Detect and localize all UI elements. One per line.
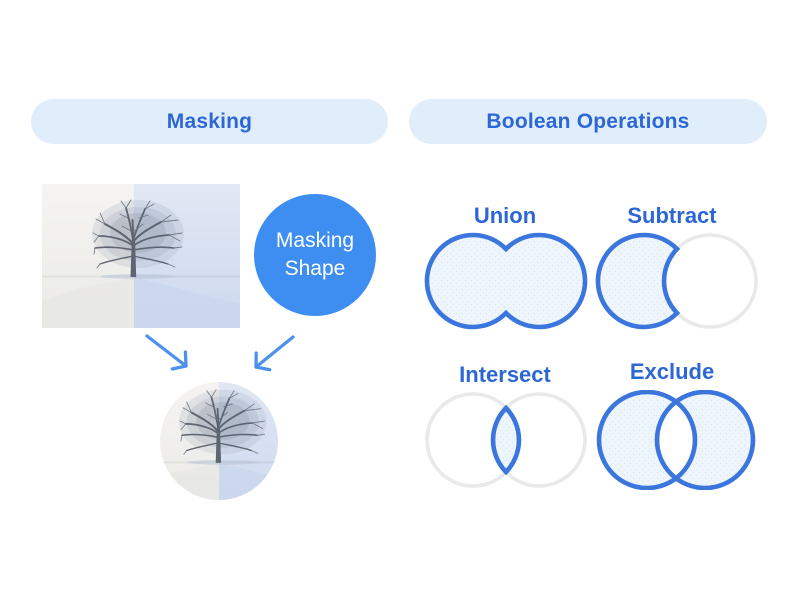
masking-shape-label-line2: Shape — [284, 257, 346, 280]
boolean-section-header: Boolean Operations — [409, 99, 767, 144]
tree-photo — [42, 184, 240, 328]
masking-title: Masking — [166, 109, 253, 133]
masking-shape-circle: Masking Shape — [254, 194, 376, 316]
exclude-label: Exclude — [629, 359, 715, 384]
arrow-down-left-icon — [254, 335, 295, 372]
union-shape — [424, 232, 588, 330]
union-label: Union — [473, 203, 537, 228]
intersect-label: Intersect — [459, 362, 551, 387]
masked-tree-result — [160, 382, 278, 500]
subtract-label: Subtract — [627, 203, 717, 228]
arrow-down-right-icon — [145, 334, 188, 371]
intersect-shape — [425, 392, 587, 488]
boolean-title: Boolean Operations — [486, 109, 690, 133]
masking-shape-label-line1: Masking — [275, 229, 355, 252]
exclude-shape — [596, 390, 756, 490]
subtract-shape — [595, 232, 758, 330]
masking-section-header: Masking — [31, 99, 388, 144]
masking-arrows — [145, 334, 295, 372]
